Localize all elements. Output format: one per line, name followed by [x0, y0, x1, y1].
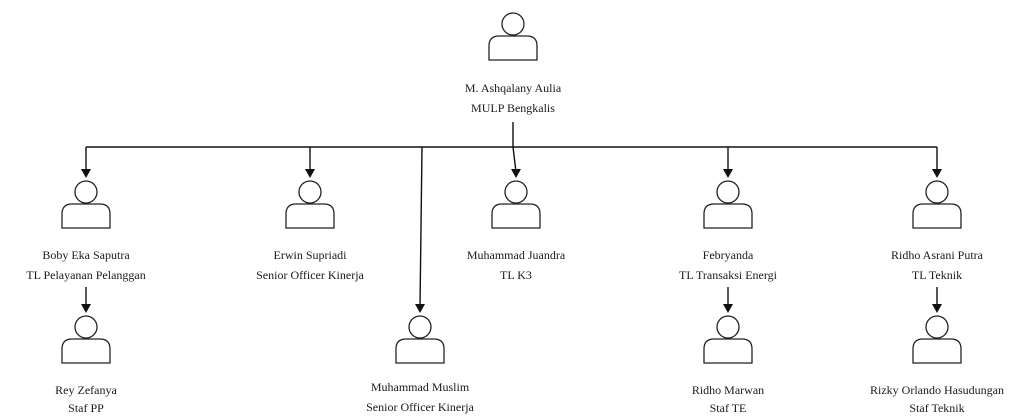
person-title: Senior Officer Kinerja	[256, 268, 364, 282]
arrowhead-erwin	[305, 169, 315, 178]
person-title: TL Teknik	[912, 268, 962, 282]
person-title: Staf TE	[710, 401, 747, 415]
person-name: M. Ashqalany Aulia	[465, 81, 562, 95]
person-icon	[703, 180, 753, 229]
arrowhead-muslim	[415, 304, 425, 313]
person-icon	[395, 315, 445, 364]
person-name: Boby Eka Saputra	[42, 248, 130, 262]
arrowhead-rizky	[932, 304, 942, 313]
person-title: Senior Officer Kinerja	[366, 400, 474, 414]
arrowhead-rey	[81, 304, 91, 313]
person-title: TL Transaksi Energi	[679, 268, 778, 282]
person-node-juandra: Muhammad Juandra TL K3	[467, 180, 566, 282]
person-title: TL Pelayanan Pelanggan	[26, 268, 146, 282]
person-name: Febryanda	[703, 248, 754, 262]
person-title: Staf PP	[68, 401, 104, 415]
person-node-ridho-asrani: Ridho Asrani Putra TL Teknik	[891, 180, 984, 282]
org-chart-connectors	[81, 122, 942, 313]
person-icon	[488, 12, 538, 61]
person-title: MULP Bengkalis	[471, 101, 555, 115]
person-icon	[703, 315, 753, 364]
arrowhead-juandra	[511, 169, 521, 178]
person-name: Erwin Supriadi	[274, 248, 348, 262]
arrowhead-boby	[81, 169, 91, 178]
person-node-boby: Boby Eka Saputra TL Pelayanan Pelanggan	[26, 180, 146, 282]
connector-juandra	[512, 146, 517, 173]
arrowhead-ridho-asrani	[932, 169, 942, 178]
person-icon	[491, 180, 541, 229]
person-icon	[61, 315, 111, 364]
person-icon	[61, 180, 111, 229]
person-name: Rizky Orlando Hasudungan	[870, 383, 1004, 397]
person-name: Muhammad Juandra	[467, 248, 566, 262]
person-title: TL K3	[500, 268, 532, 282]
person-icon	[912, 180, 962, 229]
arrowhead-ridho-marwan	[723, 304, 733, 313]
person-name: Rey Zefanya	[55, 383, 117, 397]
person-icon	[285, 180, 335, 229]
person-node-febryanda: Febryanda TL Transaksi Energi	[679, 180, 778, 282]
person-name: Ridho Asrani Putra	[891, 248, 984, 262]
connector-muslim	[419, 146, 423, 308]
arrowhead-febryanda	[723, 169, 733, 178]
person-title: Staf Teknik	[909, 401, 964, 415]
person-name: Ridho Marwan	[692, 383, 764, 397]
person-name: Muhammad Muslim	[371, 380, 470, 394]
person-icon	[912, 315, 962, 364]
